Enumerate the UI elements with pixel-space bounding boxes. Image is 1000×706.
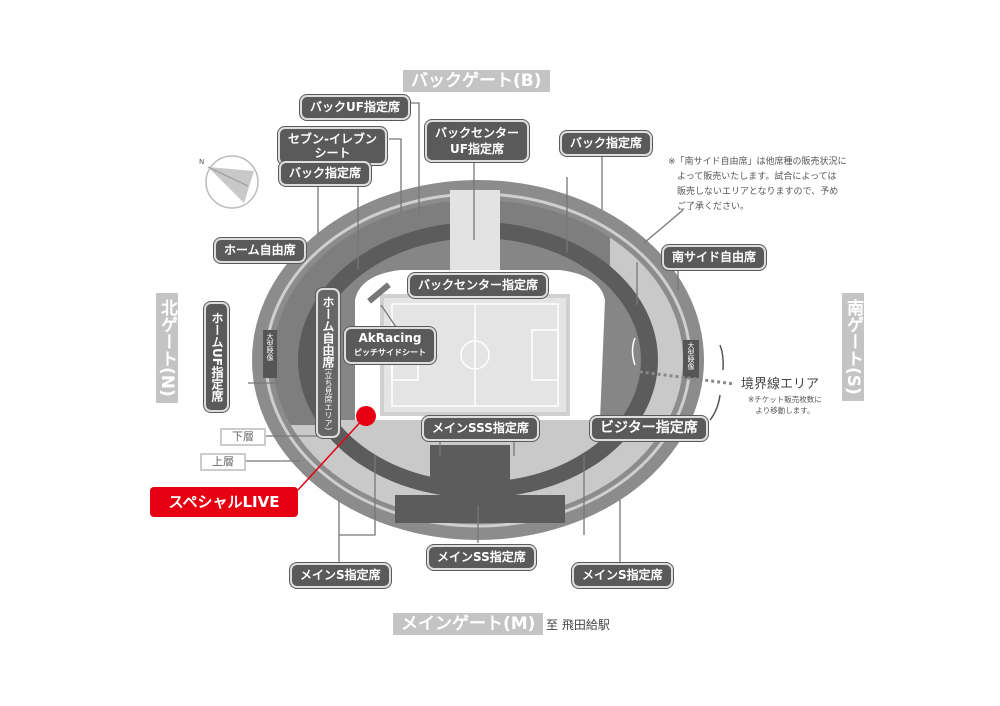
big-screen-south: 大型映像 [687, 342, 695, 370]
special-live-label[interactable]: スペシャルLIVE [150, 487, 298, 517]
section-home-free[interactable]: ホーム自由席 [214, 238, 306, 263]
section-label: ホーム自由席 [321, 296, 335, 368]
compass-north-label: N [199, 158, 205, 166]
section-label: バックセンター [435, 126, 520, 140]
south-side-note: ※「南サイド自由席」は他席種の販売状況に よって販売いたします。試合によっては … [668, 157, 847, 212]
section-back-reserved-left[interactable]: バック指定席 [279, 161, 372, 186]
section-main-ss[interactable]: メインSS指定席 [427, 545, 536, 570]
main-gate-label: メインゲート(M) [393, 613, 544, 635]
section-label: セブン-イレブン [288, 132, 377, 146]
section-sublabel: (立ち見席エリア) [324, 368, 333, 431]
section-main-sss[interactable]: メインSSS指定席 [422, 416, 539, 441]
upper-tier-label: 上層 [200, 453, 246, 471]
section-label: AkRacing [358, 331, 422, 345]
section-akracing-pitchside[interactable]: AkRacing ピッチサイドシート [344, 327, 436, 364]
back-gate-label: バックゲート(B) [403, 70, 550, 92]
section-seven-eleven[interactable]: セブン-イレブンシート [278, 127, 387, 165]
section-back-center[interactable]: バックセンター指定席 [408, 273, 549, 298]
section-main-s-right[interactable]: メインS指定席 [572, 563, 673, 588]
section-label: UF指定席 [450, 142, 504, 156]
section-visitor[interactable]: ビジター指定席 [590, 416, 708, 441]
section-label: バックUF指定席 [310, 100, 400, 114]
section-back-reserved-right[interactable]: バック指定席 [560, 131, 653, 156]
north-gate-label: 北ゲート(N) [156, 293, 178, 403]
section-south-side-free[interactable]: 南サイド自由席 [662, 245, 767, 270]
section-back-center-uf[interactable]: バックセンター UF指定席 [425, 120, 530, 162]
section-main-s-left[interactable]: メインS指定席 [290, 563, 391, 588]
south-gate-label: 南ゲート(S) [842, 293, 864, 401]
section-home-uf[interactable]: ホームUF指定席 [204, 302, 229, 412]
lower-tier-label: 下層 [220, 428, 266, 446]
section-back-uf[interactable]: バックUF指定席 [300, 95, 410, 120]
section-label: シート [314, 146, 351, 160]
rotation-arrows-icon [631, 337, 724, 421]
section-label: ピッチサイドシート [354, 348, 426, 357]
compass-icon [205, 155, 259, 209]
special-live-marker [356, 406, 376, 426]
boundary-area-label: 境界線エリア [741, 377, 820, 392]
big-screen-north: 大型映像 [266, 333, 274, 361]
boundary-area-note: ※チケット販売枚数に より移動します。 [748, 395, 822, 415]
station-direction: 至 飛田給駅 [546, 618, 610, 632]
section-home-free-standing[interactable]: ホーム自由席(立ち見席エリア) [316, 288, 340, 439]
